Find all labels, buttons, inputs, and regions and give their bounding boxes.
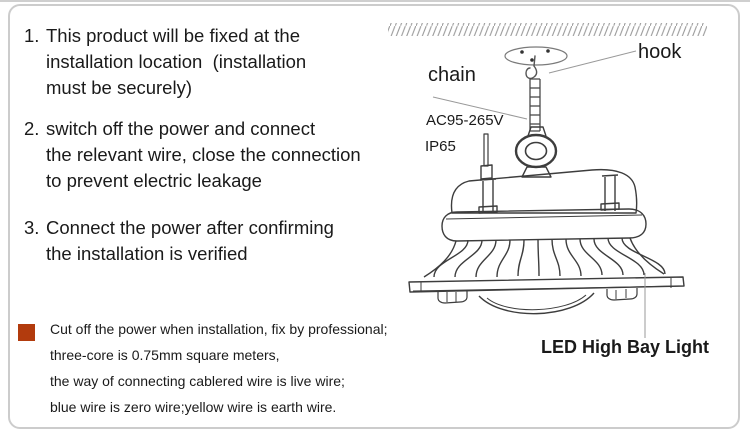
warning-square-icon <box>18 324 35 341</box>
step-text-line: must be securely) <box>46 77 192 98</box>
chain-label: chain <box>428 64 476 86</box>
warning-line: three-core is 0.75mm square meters, <box>50 347 280 363</box>
step-text-line: installation location (installation <box>46 51 307 72</box>
ip-rating-label: IP65 <box>425 138 456 155</box>
instruction-step-3: 3. Connect the power after confirming th… <box>24 215 334 267</box>
rounded-border-frame <box>8 4 740 429</box>
step-text-line: the relevant wire, close the connection <box>46 144 361 165</box>
warning-notes: Cut off the power when installation, fix… <box>50 316 387 420</box>
step-number: 3. <box>24 217 40 238</box>
warning-line: blue wire is zero wire;yellow wire is ea… <box>50 399 337 415</box>
step-text-line: to prevent electric leakage <box>46 170 262 191</box>
step-text-line: Connect the power after confirming <box>46 217 334 238</box>
warning-line: the way of connecting cablered wire is l… <box>50 373 345 389</box>
warning-line: Cut off the power when installation, fix… <box>50 321 388 337</box>
product-name-label: LED High Bay Light <box>541 337 709 357</box>
voltage-label: AC95-265V <box>426 112 504 129</box>
hook-label: hook <box>638 41 682 63</box>
top-divider <box>0 0 750 2</box>
step-number: 2. <box>24 118 40 139</box>
step-text-line: switch off the power and connect <box>46 118 316 139</box>
step-text-line: the installation is verified <box>46 243 248 264</box>
step-number: 1. <box>24 25 40 46</box>
step-text-line: This product will be fixed at the <box>46 25 300 46</box>
instruction-step-1: 1. This product will be fixed at the ins… <box>24 23 306 101</box>
instruction-step-2: 2. switch off the power and connect the … <box>24 116 361 194</box>
